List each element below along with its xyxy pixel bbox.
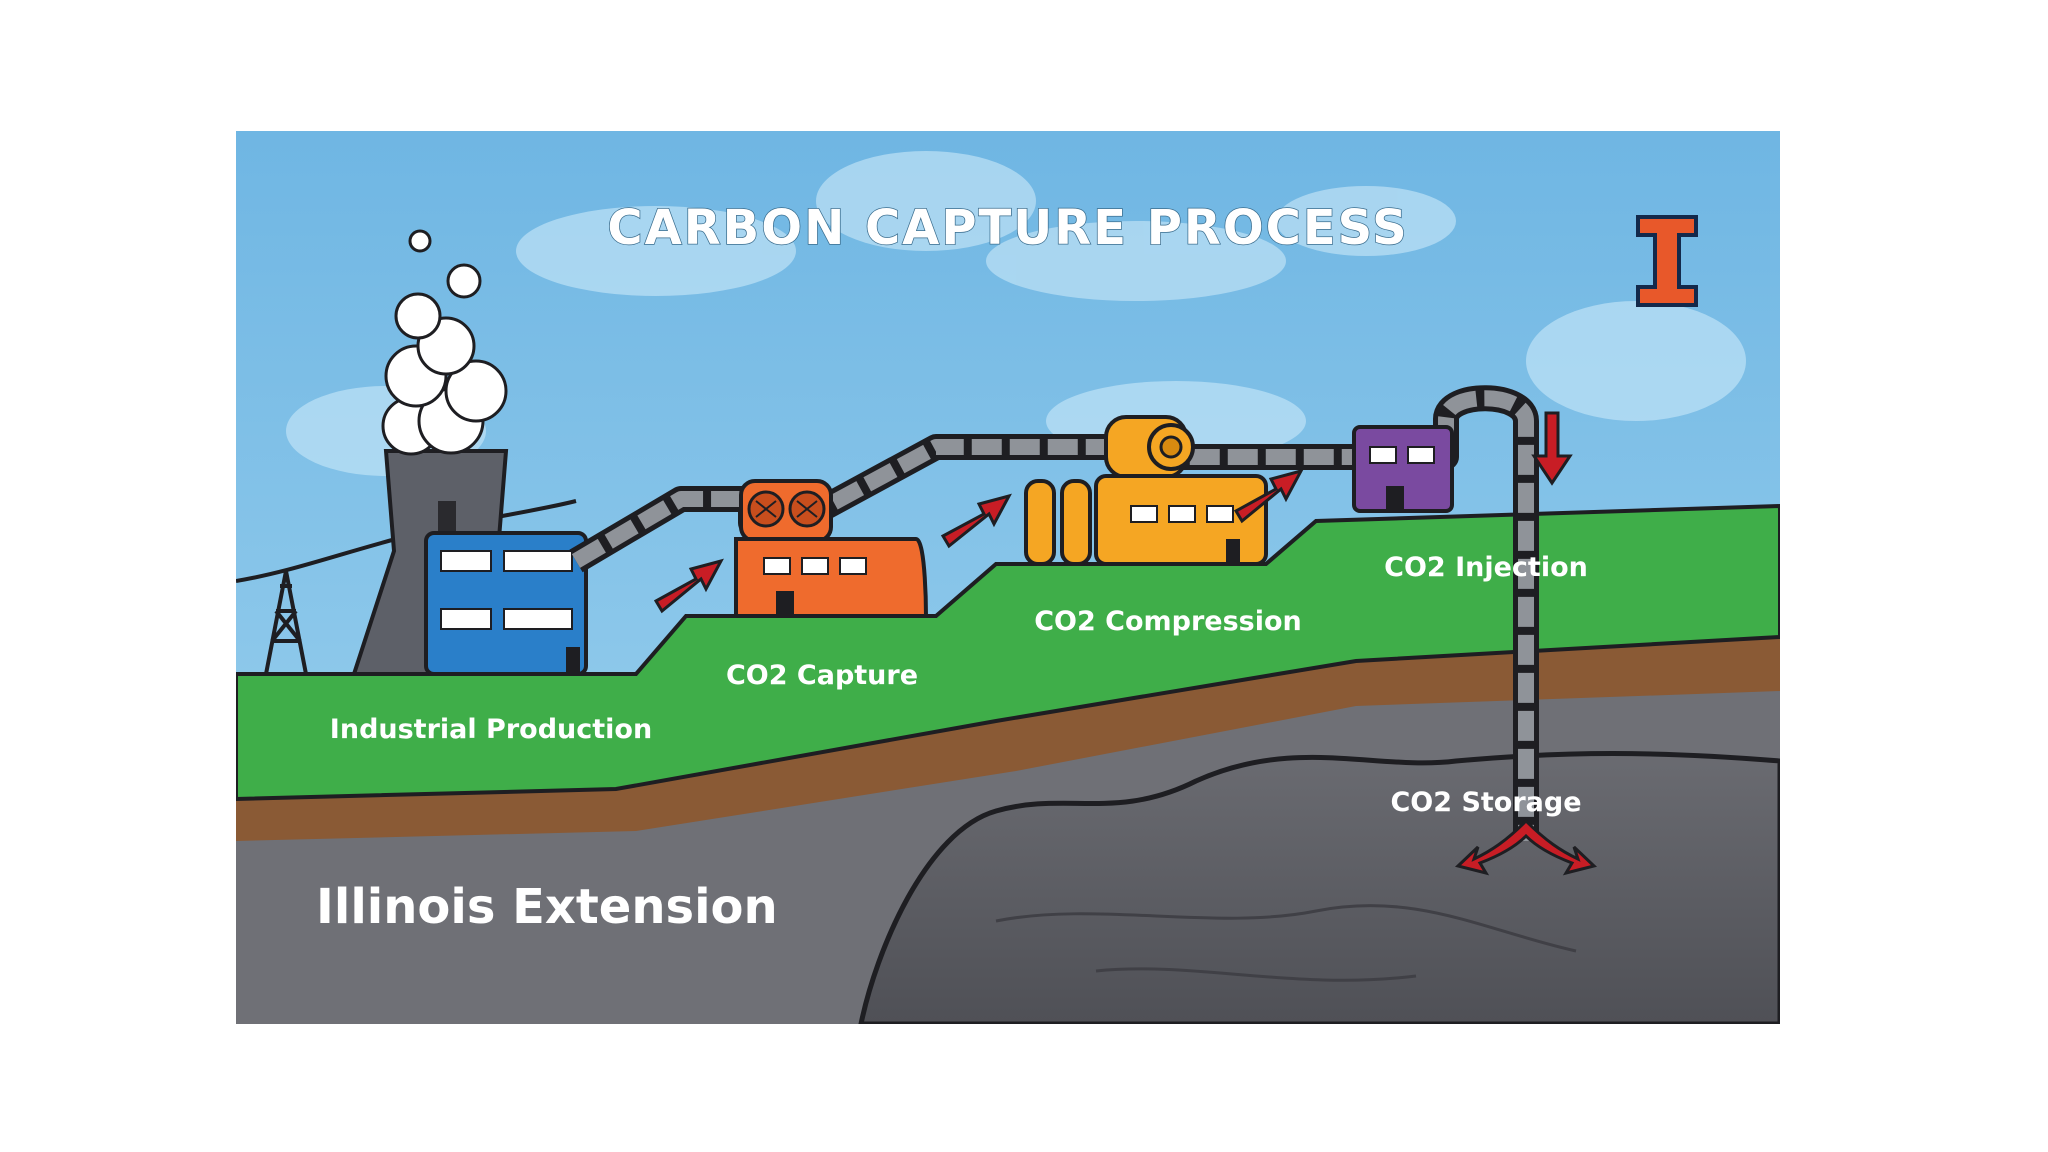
label-co2-capture: CO2 Capture bbox=[726, 660, 918, 691]
label-industrial-production: Industrial Production bbox=[330, 714, 652, 745]
label-co2-injection: CO2 Injection bbox=[1384, 552, 1588, 583]
diagram-title: CARBON CAPTURE PROCESS bbox=[607, 200, 1408, 256]
carbon-capture-diagram: CARBON CAPTURE PROCESS Industrial Produc… bbox=[236, 131, 1780, 1024]
label-co2-compression: CO2 Compression bbox=[1034, 606, 1302, 637]
footer-brand: Illinois Extension bbox=[316, 879, 778, 935]
label-co2-storage: CO2 Storage bbox=[1390, 787, 1581, 818]
factory-building bbox=[426, 533, 586, 674]
injection-building bbox=[1354, 427, 1452, 511]
